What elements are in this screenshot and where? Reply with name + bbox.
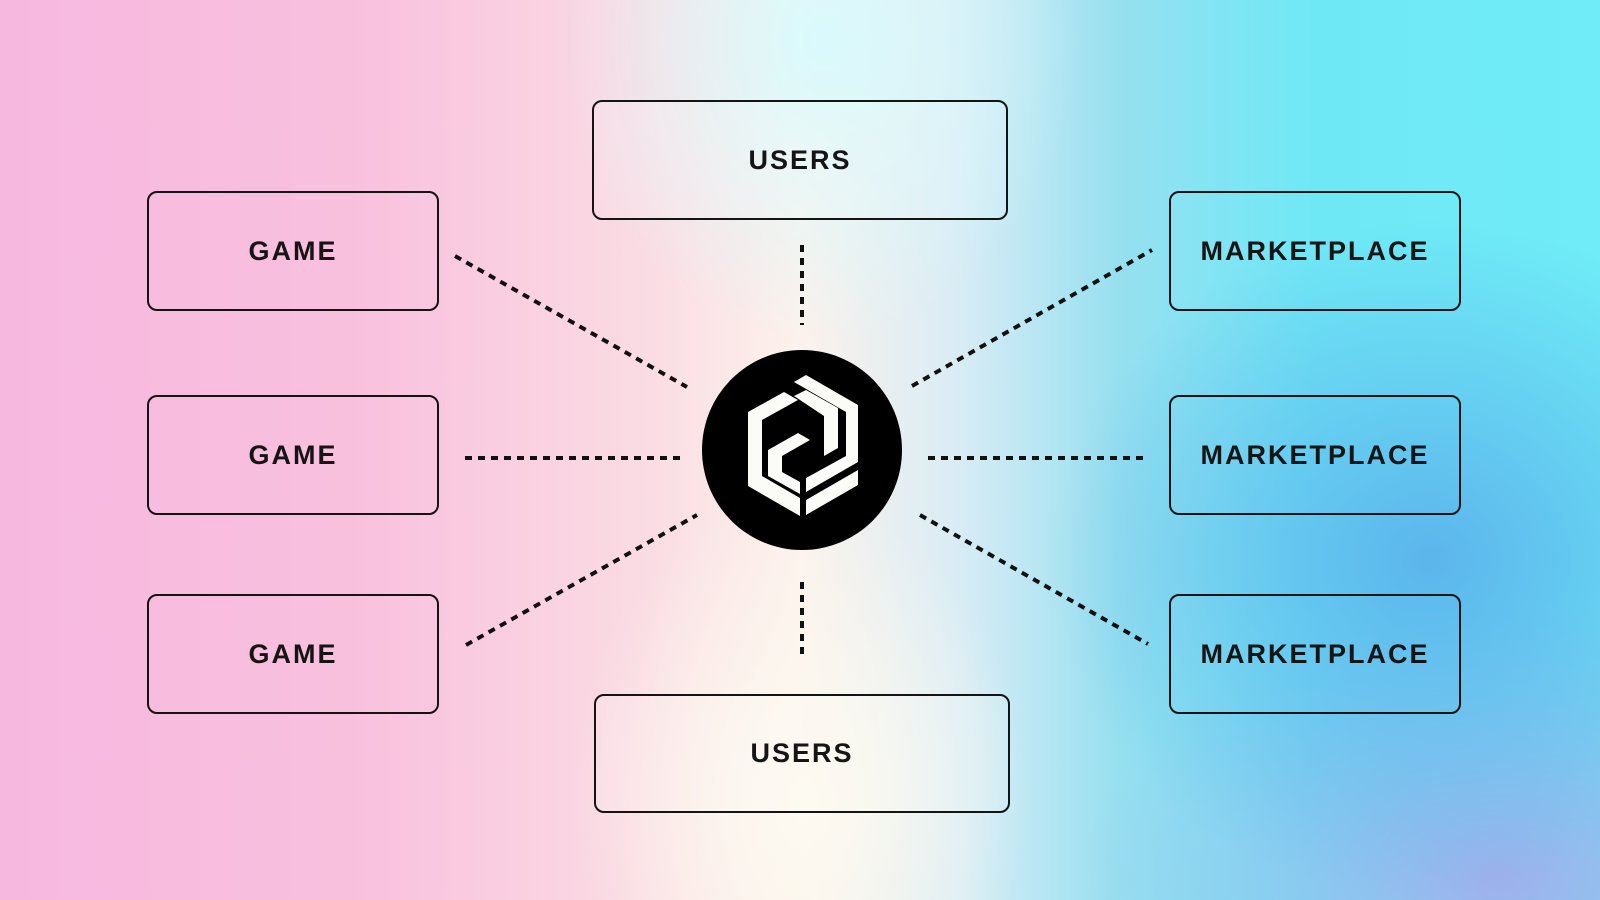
game-label: GAME (248, 235, 338, 266)
users-label: USERS (750, 738, 854, 768)
game-label: GAME (248, 439, 338, 470)
marketplace-node-2: MARKETPLACE (1169, 395, 1461, 515)
marketplace-label: MARKETPLACE (1200, 235, 1430, 266)
central-hub (702, 350, 902, 550)
users-label: USERS (748, 144, 852, 175)
game-node-1: GAME (147, 191, 439, 311)
hexagon-logo-icon (748, 375, 858, 516)
users-node-top: USERS (592, 100, 1008, 220)
connector-game-3 (465, 513, 698, 647)
game-label: GAME (248, 638, 338, 669)
connector-marketplace-1 (911, 248, 1153, 388)
connector-marketplace-3 (919, 513, 1149, 646)
marketplace-label: MARKETPLACE (1200, 638, 1430, 669)
marketplace-node-3: MARKETPLACE (1169, 594, 1461, 714)
marketplace-node-1: MARKETPLACE (1169, 191, 1461, 311)
game-node-3: GAME (147, 594, 439, 714)
connector-game-1 (454, 254, 688, 389)
marketplace-label: MARKETPLACE (1200, 439, 1430, 470)
users-node-bottom: USERS (594, 694, 1010, 813)
game-node-2: GAME (147, 395, 439, 515)
